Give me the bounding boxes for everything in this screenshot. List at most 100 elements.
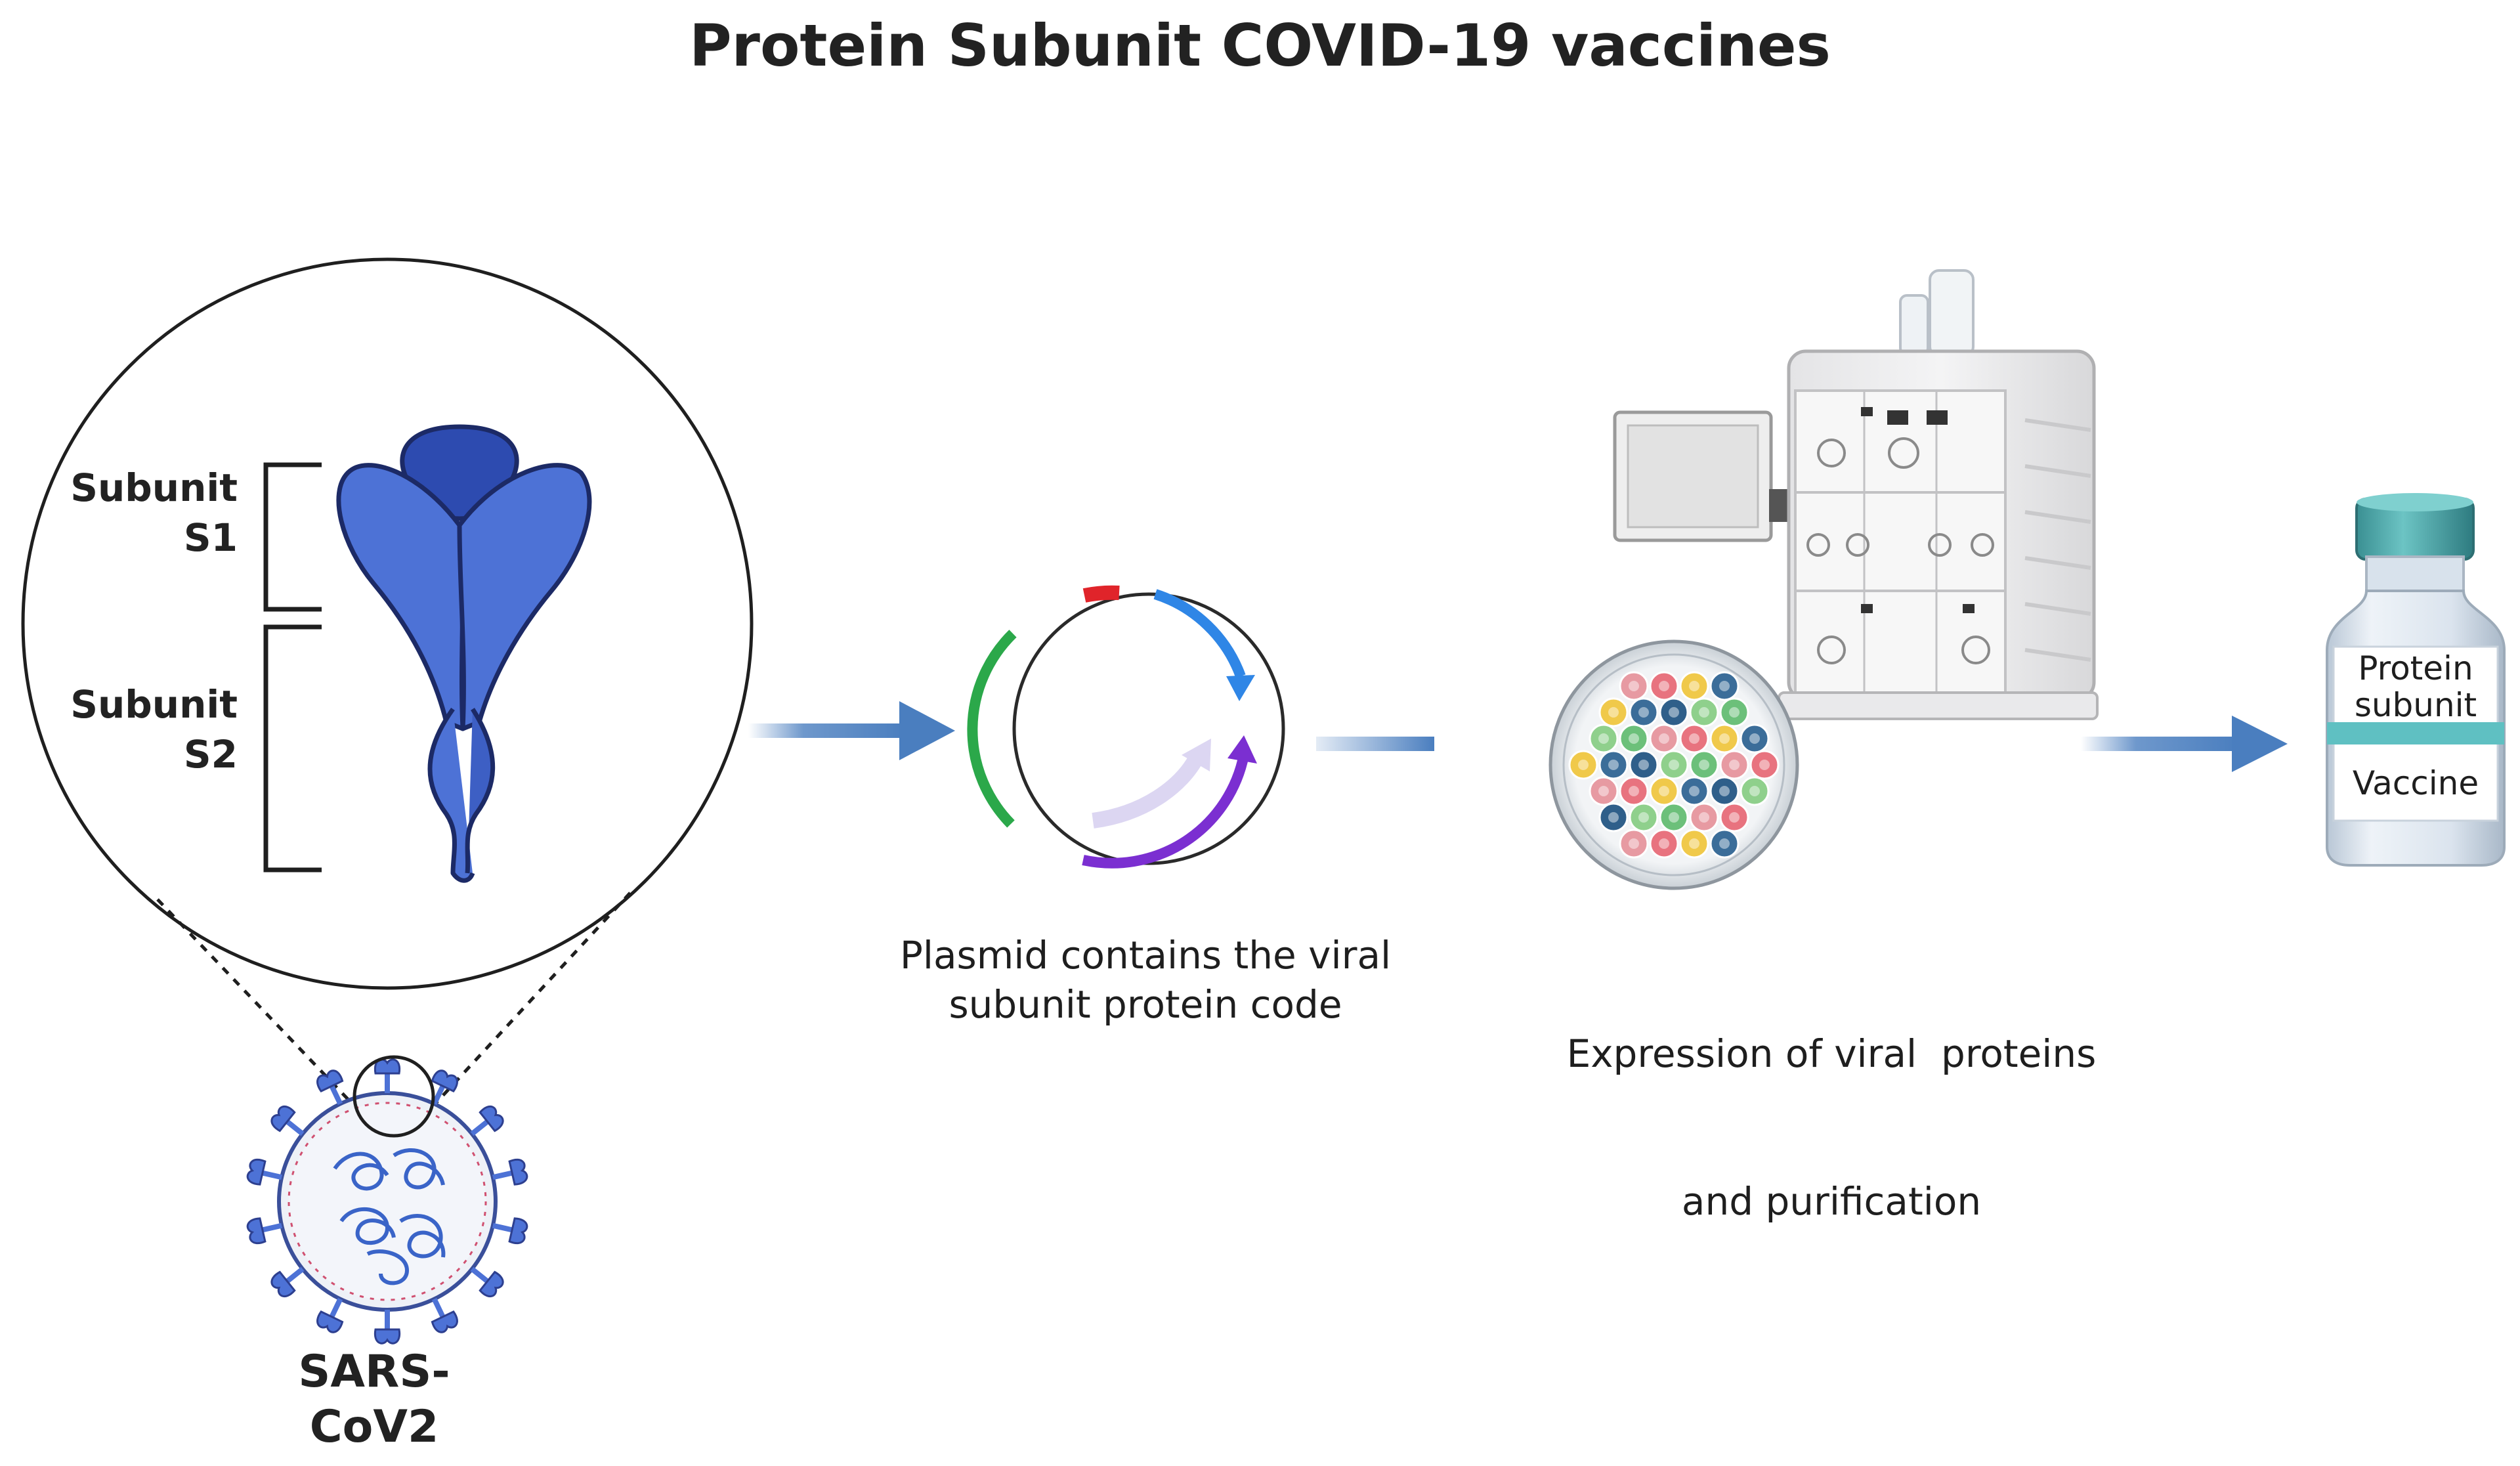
zoom-callout: [21, 257, 754, 1111]
cell: [1649, 723, 1679, 754]
virus-spike: [316, 1069, 344, 1106]
cell-nucleus: [1719, 733, 1730, 744]
cell: [1568, 750, 1598, 780]
page-title: Protein Subunit COVID-19 vaccines: [689, 12, 1831, 79]
virus-inner: [288, 1102, 487, 1301]
virus-spike: [374, 1058, 401, 1093]
cell-nucleus: [1659, 838, 1669, 849]
virus-spike: [246, 1158, 283, 1186]
cell-nucleus: [1719, 681, 1730, 691]
cell-nucleus: [1598, 733, 1609, 744]
spike-lobe-right: [457, 463, 592, 731]
plasmid-blue-segment: [1153, 589, 1246, 678]
virus-spike: [431, 1069, 458, 1106]
subunit-s1-line-1: Subunit: [70, 465, 238, 510]
dash-plasmid-to-expression: [1316, 737, 1434, 751]
cultured-cells: [1568, 671, 1780, 859]
cell: [1689, 802, 1719, 832]
cell: [1709, 723, 1740, 754]
virus-spike: [431, 1297, 458, 1333]
cell: [1689, 750, 1719, 780]
cell: [1749, 750, 1780, 780]
cell: [1619, 723, 1649, 754]
vial-neck: [2365, 555, 2465, 594]
cell: [1679, 723, 1709, 754]
cell: [1649, 671, 1679, 701]
plasmid-caption-line-2: subunit protein code: [949, 982, 1342, 1027]
cell-nucleus: [1699, 812, 1709, 823]
cell: [1649, 776, 1679, 806]
cell-nucleus: [1669, 812, 1679, 823]
machine-bottle-large: [1929, 269, 1975, 357]
machine-bottle-small: [1899, 294, 1929, 356]
virus-spike: [492, 1158, 528, 1186]
plasmid-blue-arrowhead: [1226, 675, 1255, 701]
cell: [1719, 802, 1749, 832]
cell: [1589, 723, 1619, 754]
cell: [1649, 829, 1679, 859]
cell: [1598, 802, 1629, 832]
cell: [1709, 776, 1740, 806]
cell-nucleus: [1719, 786, 1730, 796]
virus-spike: [270, 1105, 305, 1136]
cell: [1659, 802, 1689, 832]
cell: [1619, 829, 1649, 859]
arrow-spike-to-plasmid: [748, 701, 955, 760]
virus-spike: [316, 1297, 344, 1333]
cell-nucleus: [1749, 786, 1760, 796]
cell-nucleus: [1659, 733, 1669, 744]
virus-spike: [492, 1217, 528, 1245]
plasmid-backbone: [1012, 592, 1285, 865]
cell-nucleus: [1669, 760, 1679, 770]
plasmid-red-segment: [1082, 585, 1120, 603]
expression-caption: Expression of viral proteins and purific…: [1510, 931, 2153, 1325]
cell-nucleus: [1719, 838, 1730, 849]
plasmid-purple-segment: [1082, 754, 1249, 869]
virus-spikes: [246, 1058, 528, 1345]
virus-spike: [470, 1105, 504, 1136]
plasmid-ghost-arrowhead: [1182, 739, 1211, 771]
expression-caption-line-1: Expression of viral proteins: [1566, 1031, 2097, 1076]
cell: [1629, 802, 1659, 832]
plasmid-caption: Plasmid contains the viral subunit prote…: [834, 931, 1457, 1029]
vial-label-top-line-1: Protein: [2358, 649, 2473, 687]
cell-nucleus: [1608, 812, 1619, 823]
cell: [1679, 829, 1709, 859]
virus-label-line-2: CoV2: [309, 1401, 439, 1453]
cell: [1619, 776, 1649, 806]
subunit-brackets: [263, 462, 322, 873]
cell-nucleus: [1749, 733, 1760, 744]
cell-nucleus: [1629, 786, 1639, 796]
virus-label: SARS- CoV2: [276, 1345, 473, 1455]
cell: [1598, 750, 1629, 780]
cell-nucleus: [1578, 760, 1589, 770]
cell: [1709, 671, 1740, 701]
cell-nucleus: [1689, 733, 1699, 744]
cell: [1719, 750, 1749, 780]
virus-spike: [246, 1217, 283, 1245]
plasmid-caption-line-1: Plasmid contains the viral: [899, 933, 1392, 978]
cell-nucleus: [1729, 812, 1740, 823]
cell: [1598, 697, 1629, 727]
virus-rna: [333, 1148, 446, 1285]
spike-stalk-right: [465, 708, 496, 874]
subunit-s1-line-2: S1: [183, 515, 238, 560]
cell-nucleus: [1638, 760, 1649, 770]
cell-nucleus: [1759, 760, 1770, 770]
virus-highlight-circle: [352, 1055, 435, 1138]
vaccine-vial: [2326, 493, 2506, 867]
plasmid-ghost-arrow: [1092, 751, 1205, 829]
cell-nucleus: [1608, 760, 1619, 770]
purification-machine: [1613, 269, 2099, 720]
vial-label-stripe: [2327, 722, 2504, 744]
expression-caption-line-2: and purification: [1681, 1179, 1982, 1224]
subunit-s2-line-1: Subunit: [70, 682, 238, 727]
cell: [1659, 697, 1689, 727]
bracket-s1: [263, 462, 322, 612]
subunit-s2-label: Subunit S2: [53, 679, 238, 779]
cell-nucleus: [1638, 812, 1649, 823]
cell-nucleus: [1729, 707, 1740, 718]
vial-label-bottom: Vaccine: [2352, 764, 2479, 802]
